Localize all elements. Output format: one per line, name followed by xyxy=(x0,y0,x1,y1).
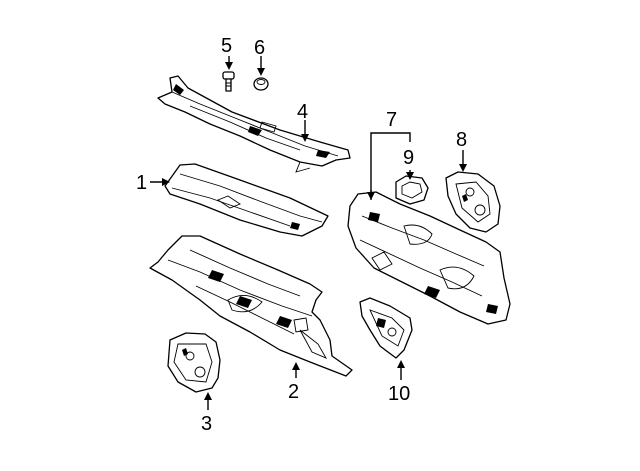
callout-leaders xyxy=(150,56,467,410)
callout-6: 6 xyxy=(254,37,265,59)
part-9-grommet xyxy=(395,175,429,205)
callout-7: 7 xyxy=(386,109,397,131)
part-5-bolt xyxy=(222,71,235,92)
part-8-side-insulator xyxy=(445,171,501,233)
callout-4: 4 xyxy=(297,101,308,123)
part-10-bracket xyxy=(359,297,413,359)
callout-10: 10 xyxy=(388,383,410,405)
callout-5: 5 xyxy=(221,35,232,57)
callout-1: 1 xyxy=(136,172,147,194)
part-4-cowl-panel xyxy=(157,75,351,173)
callout-9: 9 xyxy=(403,147,414,169)
part-6-nut xyxy=(253,77,269,91)
callout-2: 2 xyxy=(288,381,299,403)
part-1-cowl-lower-panel xyxy=(164,163,329,237)
callout-3: 3 xyxy=(201,413,212,435)
part-7-dash-insulator xyxy=(347,191,511,325)
callout-8: 8 xyxy=(456,129,467,151)
part-2-dash-panel xyxy=(149,235,353,377)
part-3-insulator-pad xyxy=(167,332,221,393)
